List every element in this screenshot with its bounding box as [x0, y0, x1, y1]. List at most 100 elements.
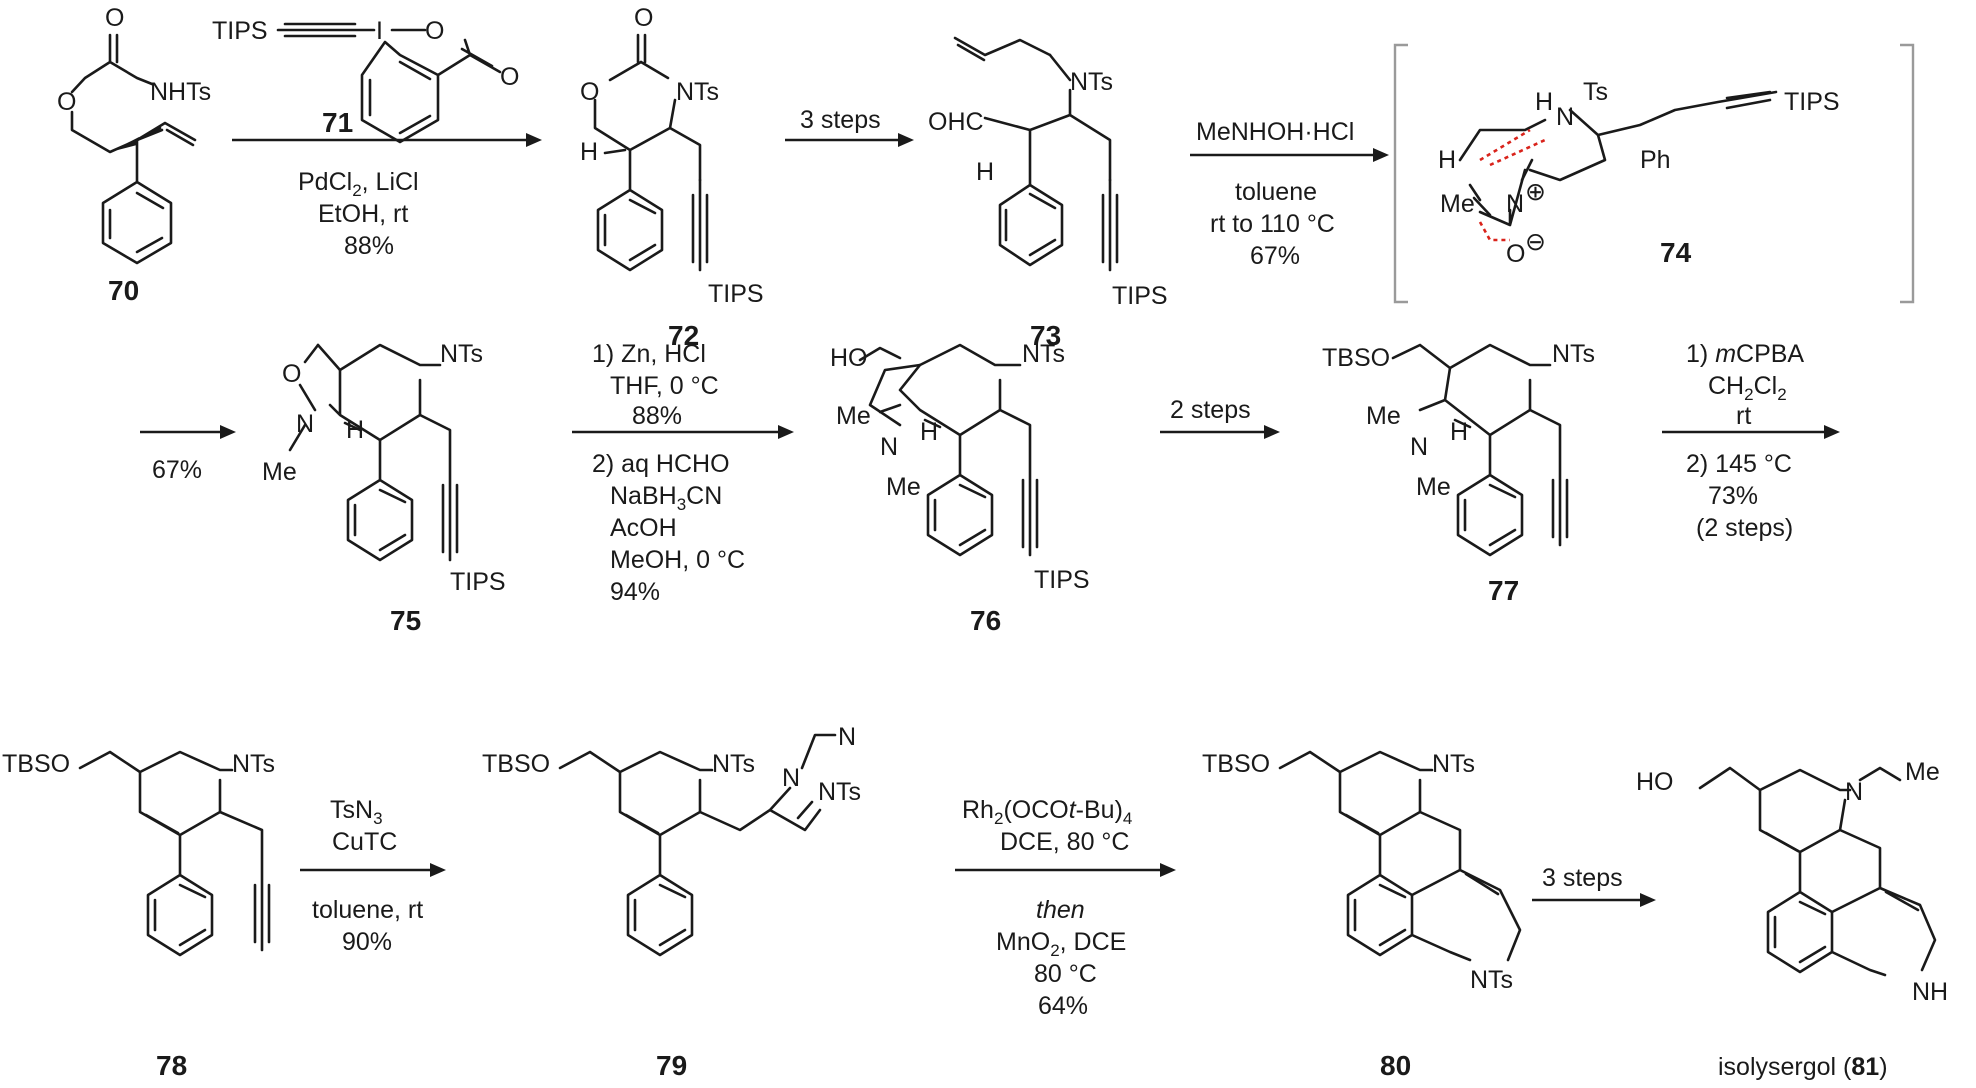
compound-70: O O NHTs 70 [57, 4, 211, 306]
condition-text: MnO2, DCE [996, 928, 1126, 960]
condition-text: Rh2(OCOt-Bu)4 [962, 796, 1132, 828]
atom-Me: Me [262, 458, 297, 486]
atom-O: O [500, 63, 519, 91]
condition-text: MeOH, 0 °C [610, 546, 745, 574]
compound-number: 70 [108, 275, 139, 306]
atom-NTs: NTs [712, 750, 755, 778]
compound-name: isolysergol (81) [1718, 1053, 1888, 1081]
atom-HO: HO [1636, 768, 1674, 796]
atom-N: N [1410, 433, 1428, 461]
atom-N-plus: N [1506, 190, 1524, 218]
charge-plus: ⊕ [1525, 178, 1546, 206]
atom-NTs: NTs [818, 778, 861, 806]
compound-number: 76 [970, 605, 1001, 636]
atom-Me: Me [886, 473, 921, 501]
atom-O: O [425, 17, 444, 45]
condition-text: (2 steps) [1696, 514, 1793, 542]
atom-NTs: NTs [1022, 340, 1065, 368]
atom-TIPS: TIPS [1784, 88, 1840, 116]
compound-72: O O NTs H TIPS 72 [580, 4, 764, 351]
condition-text: then [1036, 896, 1085, 924]
atom-Ph: Ph [1640, 146, 1671, 174]
atom-N: N [782, 764, 800, 792]
condition-text: 88% [344, 232, 394, 260]
atom-TIPS: TIPS [212, 17, 268, 45]
atom-TBSO: TBSO [1202, 750, 1270, 778]
compound-75: NTs O N Me H TIPS 75 [262, 340, 506, 636]
compound-74: H Ts N TIPS H Ph Me N ⊕ O ⊖ 74 [1393, 43, 1915, 304]
condition-text: 67% [152, 456, 202, 484]
reaction-arrow-2: 3 steps [785, 106, 914, 147]
condition-text: AcOH [610, 514, 677, 542]
atom-NHTs: NHTs [150, 78, 211, 106]
atom-O: O [57, 88, 76, 116]
atom-Me: Me [836, 402, 871, 430]
reaction-arrow-8: TsN3 CuTC toluene, rt 90% [300, 796, 446, 956]
atom-NTs: NTs [1432, 750, 1475, 778]
atom-NTs: NTs [440, 340, 483, 368]
condition-text: rt [1736, 402, 1751, 430]
atom-N: N [838, 723, 856, 751]
condition-text: 2) aq HCHO [592, 450, 730, 478]
compound-number: 75 [390, 605, 421, 636]
compound-79: TBSO NTs N N NTs 79 [482, 723, 861, 1081]
atom-Me: Me [1440, 190, 1475, 218]
atom-H: H [1535, 88, 1553, 116]
atom-O: O [282, 360, 301, 388]
atom-H: H [920, 418, 938, 446]
atom-O-minus: O [1506, 240, 1525, 268]
condition-text: DCE, 80 °C [1000, 828, 1129, 856]
atom-NTs: NTs [1552, 340, 1595, 368]
atom-TBSO: TBSO [482, 750, 550, 778]
compound-number: 80 [1380, 1050, 1411, 1081]
compound-80: TBSO NTs NTs 80 [1202, 750, 1522, 1081]
atom-H: H [1438, 146, 1456, 174]
condition-text: rt to 110 °C [1210, 210, 1335, 238]
condition-text: 67% [1250, 242, 1300, 270]
condition-text: 2) 145 °C [1686, 450, 1792, 478]
atom-NH: NH [1912, 978, 1948, 1006]
reaction-arrow-5: 1) Zn, HCl THF, 0 °C 88% 2) aq HCHO NaBH… [572, 340, 794, 606]
reaction-arrow-9: Rh2(OCOt-Bu)4 DCE, 80 °C then MnO2, DCE … [955, 796, 1176, 1020]
condition-text: MeNHOH·HCl [1196, 118, 1354, 146]
condition-text: 3 steps [1542, 864, 1623, 892]
condition-text: 1) Zn, HCl [592, 340, 706, 368]
condition-text: 88% [632, 402, 682, 430]
compound-number: 71 [322, 107, 353, 138]
compound-81: HO N Me NH isolysergol (81) [1636, 758, 1948, 1081]
atom-OHC: OHC [928, 108, 984, 136]
compound-number: 72 [668, 320, 699, 351]
atom-Ts: Ts [1583, 78, 1608, 106]
atom-Me: Me [1366, 402, 1401, 430]
atom-I: I [376, 17, 383, 45]
atom-O: O [105, 4, 124, 32]
condition-text: 64% [1038, 992, 1088, 1020]
atom-O: O [580, 78, 599, 106]
atom-Me: Me [1416, 473, 1451, 501]
atom-H: H [346, 416, 364, 444]
atom-H: H [976, 158, 994, 186]
condition-text: EtOH, rt [318, 200, 408, 228]
condition-text: CH2Cl2 [1708, 372, 1787, 404]
charge-minus: ⊖ [1525, 228, 1546, 256]
compound-number: 74 [1660, 237, 1692, 268]
atom-N: N [880, 433, 898, 461]
compound-71: TIPS I O O 71 [212, 17, 519, 144]
condition-text: CuTC [332, 828, 397, 856]
condition-text: 90% [342, 928, 392, 956]
atom-TIPS: TIPS [1112, 282, 1168, 310]
reaction-arrow-4: 67% [140, 425, 236, 484]
atom-TBSO: TBSO [1322, 344, 1390, 372]
reaction-arrow-3: MeNHOH·HCl toluene rt to 110 °C 67% [1190, 118, 1389, 270]
atom-N: N [1556, 103, 1574, 131]
condition-text: THF, 0 °C [610, 372, 719, 400]
condition-text: 73% [1708, 482, 1758, 510]
atom-N: N [296, 410, 314, 438]
atom-TBSO: TBSO [2, 750, 70, 778]
reaction-arrow-7: 1) mCPBA CH2Cl2 rt 2) 145 °C 73% (2 step… [1662, 340, 1840, 542]
compound-76: HO NTs Me N Me H TIPS 76 [830, 340, 1090, 636]
compound-number: 78 [156, 1050, 187, 1081]
reaction-arrow-1: PdCl2, LiCl EtOH, rt 88% [232, 133, 542, 260]
compound-78: TBSO NTs 78 [2, 750, 275, 1081]
